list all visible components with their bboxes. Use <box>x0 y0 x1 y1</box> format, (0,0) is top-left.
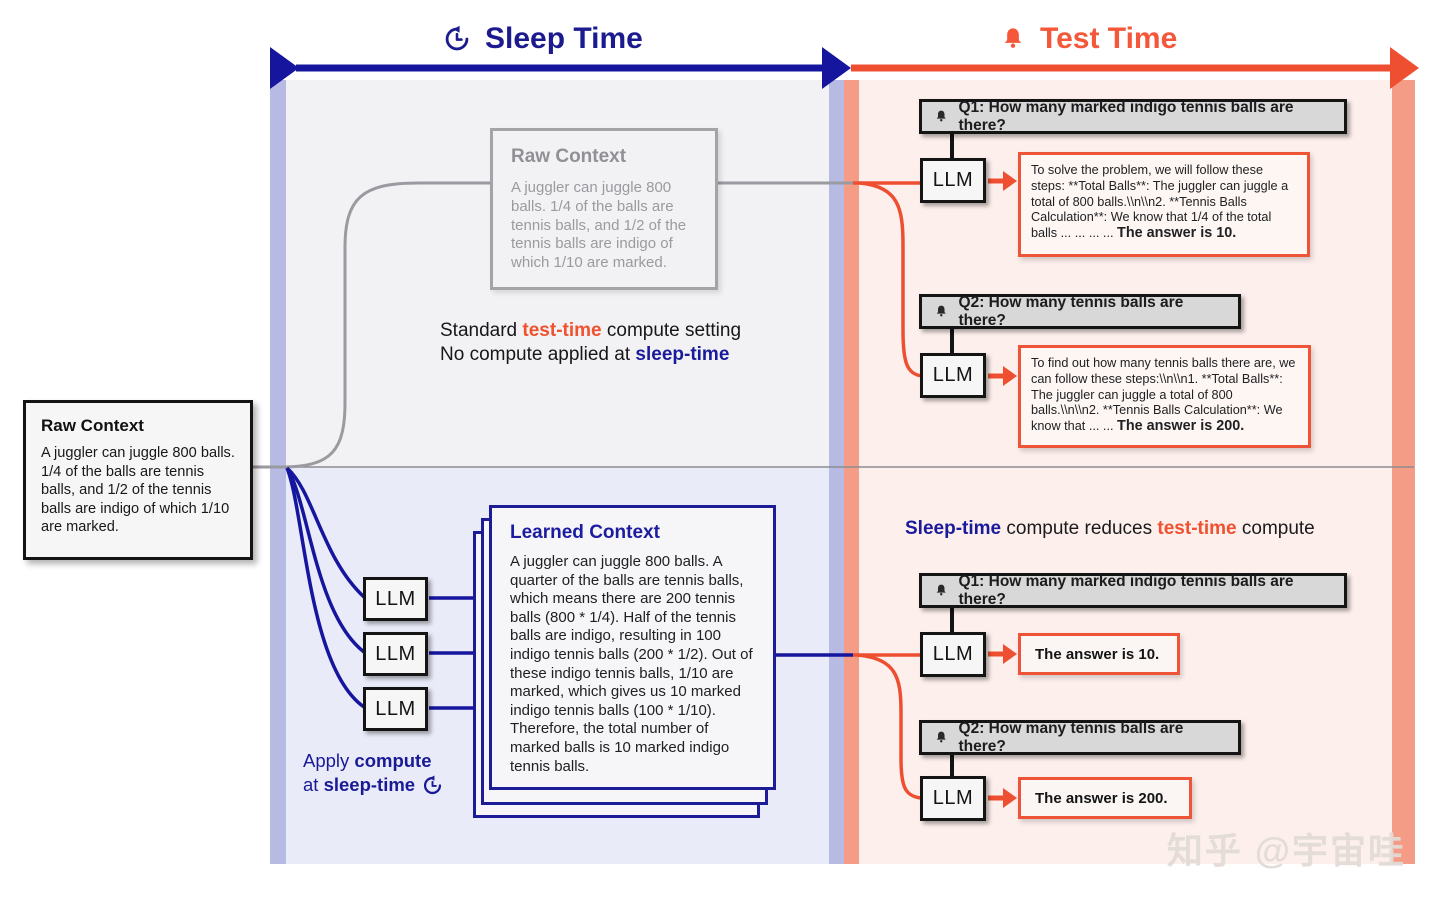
question-2-label: Q2: How many tennis balls are there? <box>958 293 1184 329</box>
llm-box-test-top-2: LLM <box>920 353 986 398</box>
caption-line-2: No compute applied at sleep-time <box>440 343 730 365</box>
learned-context-title: Learned Context <box>510 522 660 543</box>
bell-icon <box>1004 28 1022 48</box>
learned-context-box: Learned Context A juggler can juggle 800… <box>489 505 776 790</box>
sleep-reduces-test-heading: Sleep-time compute reduces test-time com… <box>905 518 1315 539</box>
sleep-time-header: Sleep Time <box>443 22 643 56</box>
raw-context-title: Raw Context <box>41 416 144 435</box>
watermark: 知乎 @宇宙哇 <box>1166 830 1406 871</box>
llm-label: LLM <box>375 642 416 665</box>
apply-compute-note: Apply compute at sleep-time <box>303 749 443 797</box>
llm-label: LLM <box>932 787 974 809</box>
llm-label: LLM <box>932 169 974 191</box>
raw-context-body: A juggler can juggle 800 balls. 1/4 of t… <box>41 445 235 536</box>
raw-context-box: Raw Context A juggler can juggle 800 bal… <box>23 400 253 560</box>
llm-box-test-top-1: LLM <box>920 158 986 203</box>
answer-2-short-box: The answer is 200. <box>1018 777 1192 819</box>
bell-icon <box>936 110 946 122</box>
answer-1-long-text: To solve the problem, we will follow the… <box>1031 163 1289 242</box>
answer-2-long-box: To find out how many tennis balls there … <box>1018 345 1311 448</box>
apply-note-line-1: Apply compute <box>303 750 432 771</box>
question-1-label: Q1: How many marked indigo tennis balls … <box>958 572 1294 608</box>
test-end-band <box>1392 80 1415 864</box>
standard-setting-caption: Standard test-time compute setting No co… <box>440 319 741 366</box>
llm-box-test-bottom-1: LLM <box>920 632 986 677</box>
answer-1-short-box: The answer is 10. <box>1018 633 1180 675</box>
clock-rotate-icon <box>424 775 442 794</box>
llm-box-sleep-1: LLM <box>363 577 428 621</box>
raw-context-ghost-box: Raw Context A juggler can juggle 800 bal… <box>490 128 718 290</box>
sleep-start-band <box>270 80 286 864</box>
test-start-band <box>844 80 859 864</box>
apply-note-line-2: at sleep-time <box>303 774 416 795</box>
bell-icon <box>936 584 946 596</box>
question-2-label: Q2: How many tennis balls are there? <box>958 719 1184 755</box>
llm-label: LLM <box>932 364 974 386</box>
question-2-top-box: Q2: How many tennis balls are there? <box>919 294 1241 329</box>
sleep-time-title: Sleep Time <box>485 22 643 55</box>
question-2-bottom-box: Q2: How many tennis balls are there? <box>919 720 1241 755</box>
test-time-title: Test Time <box>1040 22 1178 55</box>
answer-1-short-text: The answer is 10. <box>1035 645 1160 663</box>
learned-context-body: A juggler can juggle 800 balls. A quarte… <box>510 553 753 775</box>
llm-label: LLM <box>375 697 416 720</box>
llm-label: LLM <box>375 587 416 610</box>
bell-icon <box>936 731 946 743</box>
llm-box-sleep-2: LLM <box>363 632 428 676</box>
question-1-bottom-box: Q1: How many marked indigo tennis balls … <box>919 573 1347 608</box>
llm-label: LLM <box>932 643 974 665</box>
bell-icon <box>936 305 946 317</box>
clock-rotate-icon <box>445 25 469 51</box>
question-1-top-box: Q1: How many marked indigo tennis balls … <box>919 99 1347 134</box>
answer-2-long-text: To find out how many tennis balls there … <box>1031 356 1296 435</box>
answer-1-long-box: To solve the problem, we will follow the… <box>1018 152 1310 257</box>
test-time-header: Test Time <box>1000 22 1177 56</box>
caption-line-1: Standard test-time compute setting <box>440 320 742 341</box>
question-1-label: Q1: How many marked indigo tennis balls … <box>958 98 1294 134</box>
raw-context-ghost-body: A juggler can juggle 800 balls. 1/4 of t… <box>511 179 687 272</box>
raw-context-ghost-title: Raw Context <box>511 146 627 167</box>
llm-box-sleep-3: LLM <box>363 687 428 731</box>
sleep-end-band <box>829 80 844 864</box>
answer-2-short-text: The answer is 200. <box>1035 789 1168 807</box>
llm-box-test-bottom-2: LLM <box>920 776 986 821</box>
